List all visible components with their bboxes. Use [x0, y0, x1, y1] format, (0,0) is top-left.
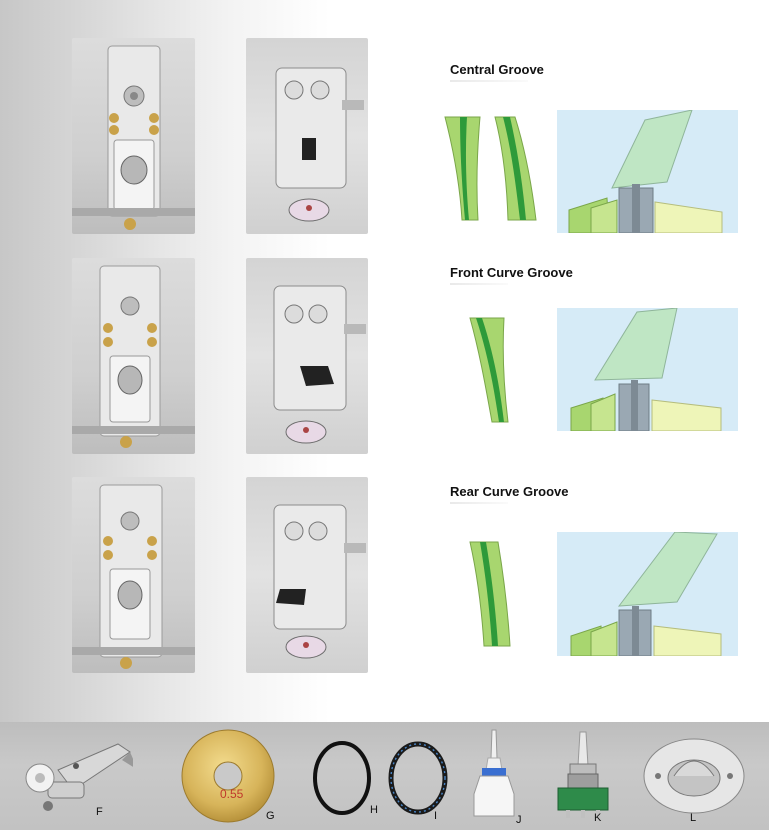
part-label-j: J	[516, 814, 522, 826]
accessory-parts-bar	[0, 722, 769, 830]
part-label-i: I	[434, 810, 438, 822]
machine-front-illustration	[72, 484, 195, 669]
rear-curve-groove-profile	[469, 541, 511, 647]
central-groove-profiles	[444, 116, 537, 221]
title-underline	[450, 80, 528, 82]
rear-curve-grinding-diagram	[557, 532, 738, 656]
oil-bottle-icon	[473, 729, 515, 817]
part-label-k: K	[594, 812, 602, 824]
machine-angle-illustration	[275, 67, 364, 222]
section-title-central-groove: Central Groove	[450, 62, 544, 77]
central-groove-grinding-diagram	[557, 110, 738, 233]
machine-photo-front-front-curve	[72, 258, 195, 454]
part-label-f: F	[96, 806, 103, 818]
machine-angle-illustration	[273, 504, 366, 659]
machine-front-illustration	[72, 45, 195, 230]
toggle-switch-icon	[557, 731, 609, 818]
belt-icon	[388, 741, 448, 815]
machine-photo-angle-central	[246, 38, 368, 234]
dome-plate-icon	[643, 738, 745, 814]
disc-marking: 0.55	[220, 787, 244, 801]
section-title-front-curve-groove: Front Curve Groove	[450, 265, 573, 280]
front-curve-groove-profile	[469, 317, 509, 423]
section-title-rear-curve-groove: Rear Curve Groove	[450, 484, 569, 499]
front-curve-grinding-diagram	[557, 308, 738, 431]
part-label-l: L	[690, 812, 697, 824]
title-underline	[450, 283, 508, 285]
title-underline	[450, 502, 508, 504]
bracket-roller-icon	[25, 743, 133, 811]
part-label-g: G	[266, 810, 275, 822]
machine-angle-illustration	[273, 285, 366, 444]
machine-photo-angle-rear-curve	[246, 477, 368, 673]
machine-photo-angle-front-curve	[246, 258, 368, 454]
brass-disc-icon: 0.55	[181, 729, 275, 823]
o-ring-icon	[313, 741, 371, 815]
machine-photo-front-central	[72, 38, 195, 234]
machine-photo-front-rear-curve	[72, 477, 195, 673]
part-label-h: H	[370, 804, 378, 816]
machine-front-illustration	[72, 265, 195, 448]
